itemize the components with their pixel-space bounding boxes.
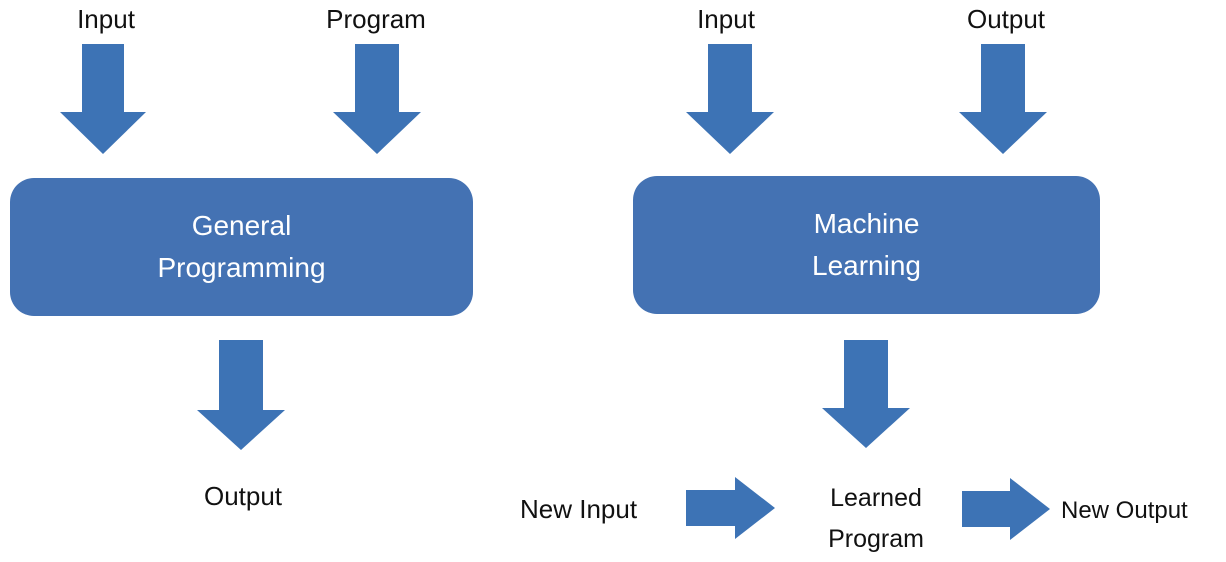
learned-program-label: Learned Program [828,478,924,561]
ml-box-line2: Learning [812,250,921,281]
general-box-line2: Programming [157,252,326,283]
learned-line2: Program [828,525,924,554]
new-input-label: New Input [520,494,638,524]
arrow-down-output-ml [959,44,1047,154]
machine-learning-box: Machine Learning [633,176,1100,314]
input-label-general: Input [77,4,135,34]
arrow-down-program [333,44,421,154]
ml-box-line1: Machine [813,208,920,239]
input-label-ml: Input [697,4,755,34]
new-output-label: New Output [1061,497,1188,524]
learned-line1: Learned [830,484,922,512]
program-label: Program [326,4,426,34]
arrow-down-input-general [60,44,146,154]
output-label-ml: Output [966,4,1046,34]
general-box-line1: General [191,210,292,241]
arrow-down-output-general [197,340,285,450]
arrow-down-input-ml [686,44,774,154]
arrow-right-new-output [962,478,1050,540]
output-label-general: Output [203,481,283,511]
arrow-right-new-input [686,477,775,539]
arrow-down-learned [822,340,910,448]
general-programming-box: General Programming [10,178,473,316]
